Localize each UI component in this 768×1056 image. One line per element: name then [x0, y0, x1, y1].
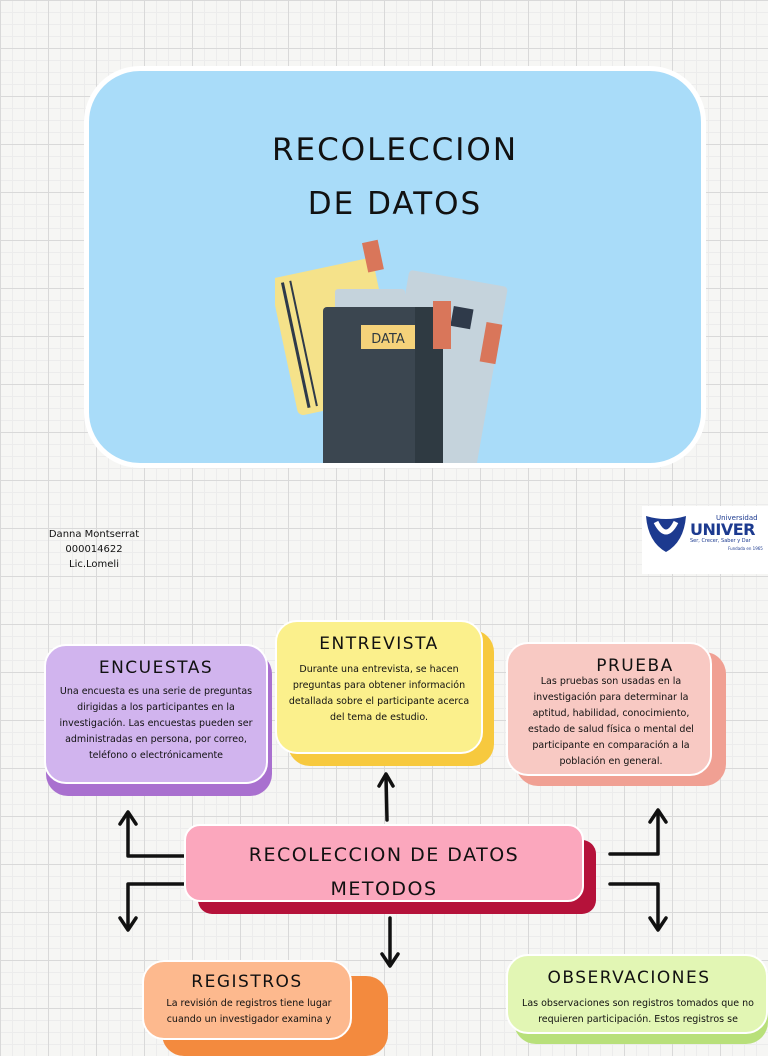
banner-title-line2: DE DATOS [307, 186, 483, 222]
card-registros-body: REGISTROS La revisión de registros tiene… [142, 960, 352, 1040]
card-observaciones-body: OBSERVACIONES Las observaciones son regi… [506, 954, 768, 1034]
logo-university-text: Universidad [716, 514, 758, 522]
logo-brand: UNIVER [690, 520, 755, 539]
center-title: RECOLECCION DE DATOS [248, 844, 520, 866]
author-info: Danna Montserrat 000014622 Lic.Lomeli [30, 527, 158, 572]
card-registros-text: La revisión de registros tiene lugar cua… [166, 998, 332, 1025]
center-box: RECOLECCION DE DATOS METODOS [184, 824, 584, 902]
center-subtitle: METODOS [330, 878, 438, 900]
card-encuestas-body: ENCUESTAS Una encuesta es una serie de p… [44, 644, 268, 784]
connector-arrows [118, 772, 668, 968]
card-encuestas-title: ENCUESTAS [98, 658, 214, 678]
arrow-up-encuestas-icon [118, 810, 186, 858]
author-name: Danna Montserrat [48, 529, 140, 540]
arrow-up-prueba-icon [608, 808, 668, 856]
card-entrevista-text: Durante una entrevista, se hacen pregunt… [288, 664, 470, 723]
banner-title: RECOLECCION DE DATOS [89, 123, 701, 231]
card-entrevista-title: ENTREVISTA [319, 634, 439, 654]
logo-founded: Fundada en 1965 [728, 546, 763, 551]
card-observaciones-text: Las observaciones son registros tomados … [522, 998, 754, 1025]
banner-title-line1: RECOLECCION [271, 132, 519, 168]
card-entrevista-body: ENTREVISTA Durante una entrevista, se ha… [275, 620, 483, 754]
teacher-name: Lic.Lomeli [69, 559, 119, 570]
arrow-down-observaciones-icon [608, 882, 668, 932]
dark-binder-icon: DATA [323, 301, 451, 463]
arrow-up-entrevista-icon [377, 772, 395, 822]
card-registros-title: REGISTROS [191, 972, 303, 992]
univer-emblem-icon [646, 516, 686, 552]
binder-label: DATA [371, 332, 405, 347]
card-encuestas-text: Una encuesta es una serie de preguntas d… [59, 686, 253, 761]
card-prueba-title: PRUEBA [596, 656, 674, 676]
author-id: 000014622 [65, 544, 123, 555]
title-banner: RECOLECCION DE DATOS DATA [84, 66, 706, 468]
arrow-down-center-icon [380, 916, 400, 968]
univer-logo: Universidad UNIVER Ser, Crecer, Saber y … [642, 506, 768, 574]
binders-illustration: DATA [275, 239, 508, 463]
arrow-down-registros-icon [118, 882, 186, 932]
card-observaciones-title: OBSERVACIONES [547, 968, 711, 988]
logo-slogan: Ser, Crecer, Saber y Dar [690, 538, 751, 544]
card-prueba-body: PRUEBA Las pruebas son usadas en la inve… [506, 642, 712, 776]
card-prueba-text: Las pruebas son usadas en la investigaci… [528, 676, 694, 767]
